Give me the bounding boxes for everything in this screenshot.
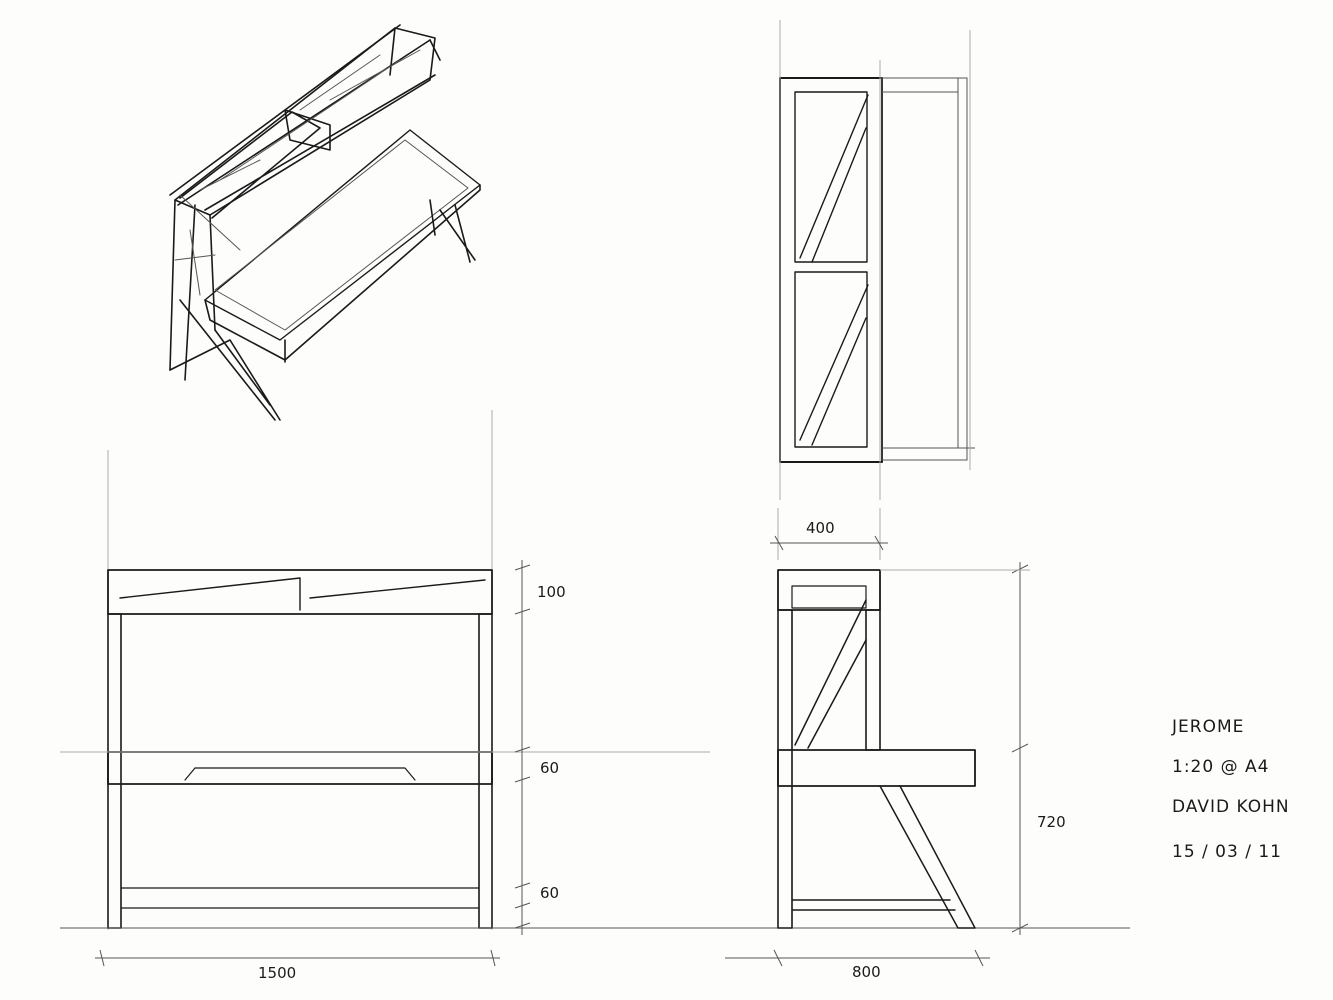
dim-label-desk: 60 xyxy=(540,759,559,777)
drawing-date: 15 / 03 / 11 xyxy=(1172,842,1282,862)
title-block: JEROME 1:20 @ A4 DAVID KOHN 15 / 03 / 11 xyxy=(1171,717,1290,862)
plan-view xyxy=(779,20,975,500)
project-name: JEROME xyxy=(1171,717,1244,737)
dim-label-top-depth: 400 xyxy=(806,519,835,537)
dim-label-depth: 800 xyxy=(852,963,881,981)
isometric-sketch xyxy=(169,24,481,421)
front-elevation xyxy=(60,410,1130,967)
author-name: DAVID KOHN xyxy=(1172,797,1290,817)
dim-label-width: 1500 xyxy=(258,964,296,982)
dim-label-top-band: 100 xyxy=(537,583,566,601)
side-elevation xyxy=(725,508,1030,967)
dim-label-height: 720 xyxy=(1037,813,1066,831)
dim-label-bottom-rail: 60 xyxy=(540,884,559,902)
scale-note: 1:20 @ A4 xyxy=(1172,757,1269,777)
